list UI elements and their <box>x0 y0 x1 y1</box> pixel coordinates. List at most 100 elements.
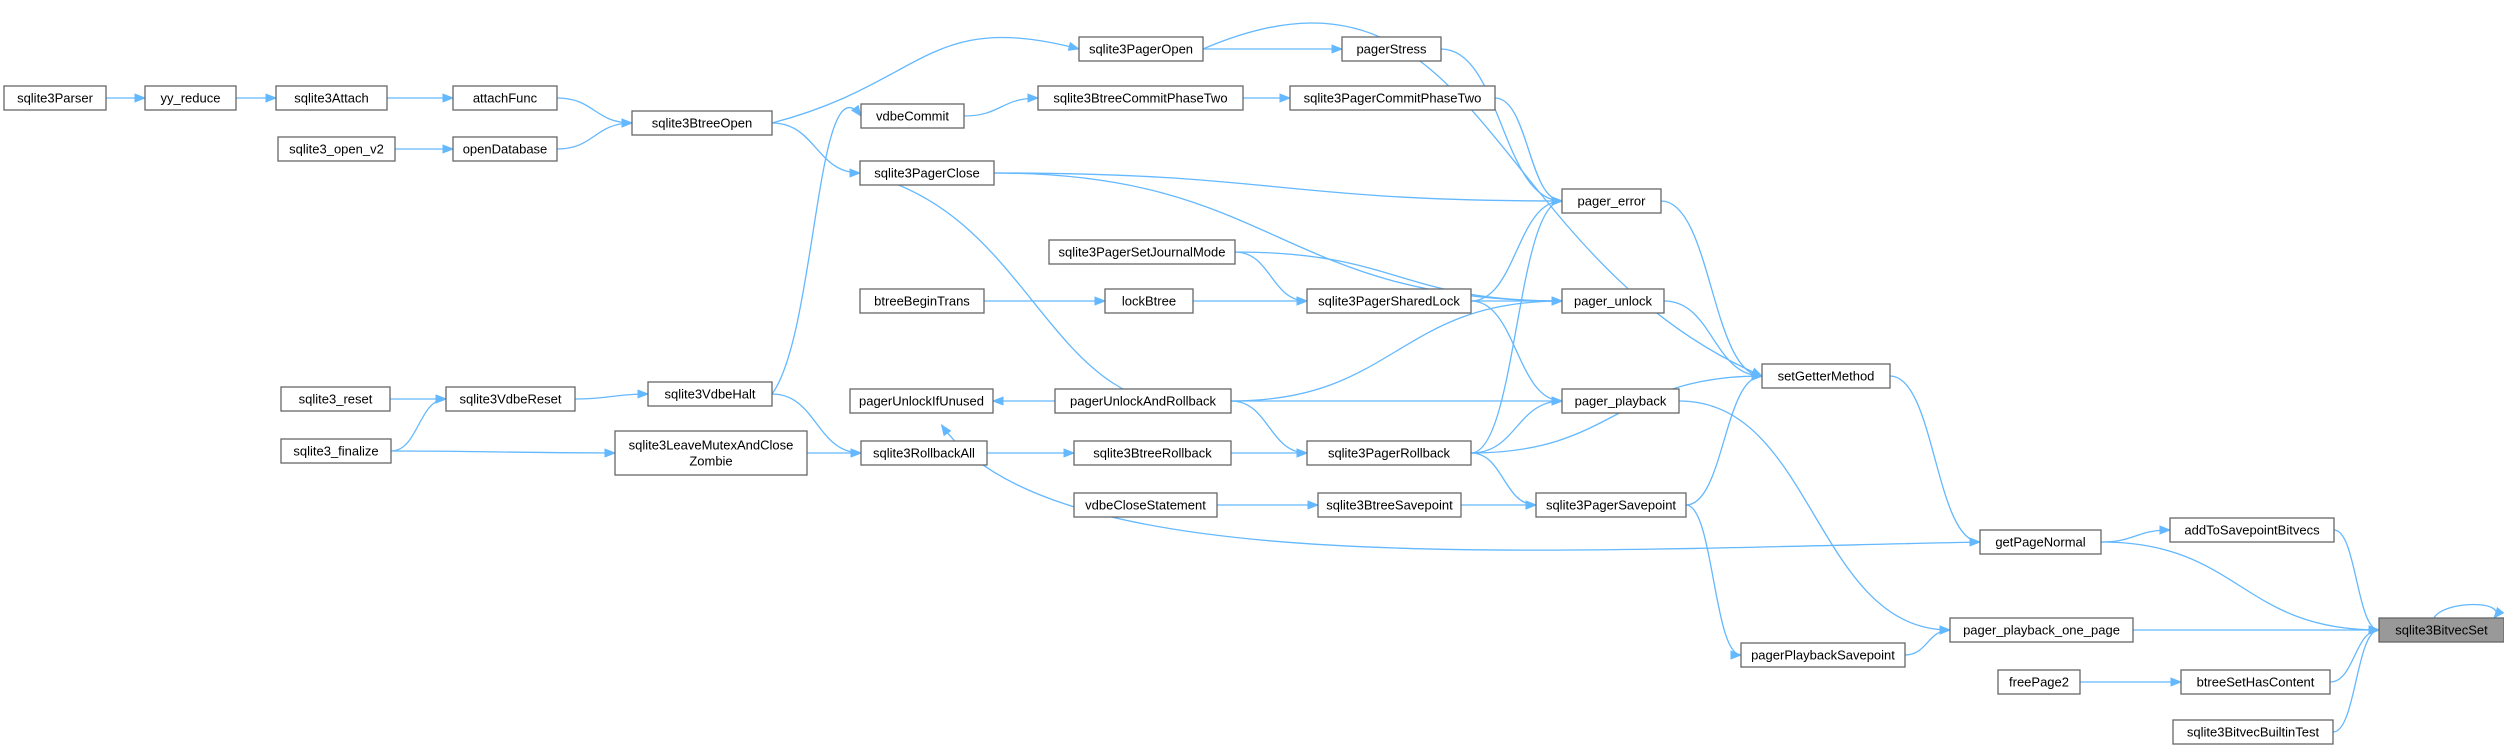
node-box[interactable] <box>3 85 107 111</box>
node-label: pagerUnlockIfUnused <box>859 394 984 409</box>
call-edge-vdbecommit-to-btreecommit2 <box>963 93 1040 117</box>
call-edge-getpagenormal-to-addsavepoint <box>2100 525 2172 543</box>
node-pagersavepoint[interactable]: sqlite3PagerSavepoint <box>1535 492 1687 518</box>
node-vdbereset[interactable]: sqlite3VdbeReset <box>445 386 576 412</box>
node-parser[interactable]: sqlite3Parser <box>3 85 107 111</box>
node-btreecommit2[interactable]: sqlite3BtreeCommitPhaseTwo <box>1037 85 1244 111</box>
node-btreerollback[interactable]: sqlite3BtreeRollback <box>1073 440 1232 466</box>
node-pagercommit2[interactable]: sqlite3PagerCommitPhaseTwo <box>1289 85 1496 111</box>
node-setjournal[interactable]: sqlite3PagerSetJournalMode <box>1048 239 1236 265</box>
node-attach[interactable]: sqlite3Attach <box>275 85 388 111</box>
call-edge-pagerrollback-to-setgetter <box>1470 371 1764 454</box>
node-pagerclose[interactable]: sqlite3PagerClose <box>859 160 995 186</box>
node-rollbackall[interactable]: sqlite3RollbackAll <box>860 440 988 466</box>
node-pagererror[interactable]: pager_error <box>1561 188 1662 214</box>
node-box[interactable] <box>859 288 985 314</box>
call-edge-playbacksavepoint-to-playbackonepage <box>1904 625 1952 656</box>
node-openv2[interactable]: sqlite3_open_v2 <box>277 136 396 162</box>
node-bitvectest[interactable]: sqlite3BitvecBuiltinTest <box>2172 719 2334 745</box>
node-pagerunlock[interactable]: pager_unlock <box>1561 288 1665 314</box>
node-btreesavepoint[interactable]: sqlite3BtreeSavepoint <box>1317 492 1462 518</box>
node-yyreduce[interactable]: yy_reduce <box>144 85 237 111</box>
node-box[interactable] <box>1561 188 1662 214</box>
node-sharedlock[interactable]: sqlite3PagerSharedLock <box>1306 288 1472 314</box>
node-unlockifunused[interactable]: pagerUnlockIfUnused <box>849 388 994 414</box>
node-box[interactable] <box>1740 642 1906 668</box>
node-attachfunc[interactable]: attachFunc <box>452 85 558 111</box>
node-box[interactable] <box>860 440 988 466</box>
node-box[interactable] <box>1073 492 1218 518</box>
node-box[interactable] <box>1289 85 1496 111</box>
node-vdbehalt[interactable]: sqlite3VdbeHalt <box>647 381 773 407</box>
node-label: pagerStress <box>1356 42 1427 57</box>
node-box[interactable] <box>2378 617 2504 643</box>
node-box[interactable] <box>631 110 773 136</box>
node-addsavepoint[interactable]: addToSavepointBitvecs <box>2169 517 2335 543</box>
node-pagerstress[interactable]: pagerStress <box>1341 36 1442 62</box>
node-playback[interactable]: pager_playback <box>1561 388 1680 414</box>
node-label: sqlite3Parser <box>17 91 94 106</box>
node-box[interactable] <box>2169 517 2335 543</box>
node-box[interactable] <box>1979 529 2102 555</box>
node-box[interactable] <box>1561 288 1665 314</box>
node-box[interactable] <box>1037 85 1244 111</box>
node-lockbtree[interactable]: lockBtree <box>1104 288 1194 314</box>
node-reset[interactable]: sqlite3_reset <box>280 386 391 412</box>
node-label: getPageNormal <box>1995 535 2085 550</box>
node-freepage2[interactable]: freePage2 <box>1997 669 2081 695</box>
node-box[interactable] <box>1073 440 1232 466</box>
node-label: sqlite3BtreeOpen <box>652 116 752 131</box>
node-box[interactable] <box>452 136 558 162</box>
node-box[interactable] <box>2172 719 2334 745</box>
node-opendb[interactable]: openDatabase <box>452 136 558 162</box>
node-pageropen[interactable]: sqlite3PagerOpen <box>1078 36 1204 62</box>
node-setgetter[interactable]: setGetterMethod <box>1761 363 1891 389</box>
node-box[interactable] <box>849 388 994 414</box>
node-btreeopen[interactable]: sqlite3BtreeOpen <box>631 110 773 136</box>
node-bitvecset[interactable]: sqlite3BitvecSet <box>2378 617 2504 643</box>
node-box[interactable] <box>1048 239 1236 265</box>
call-edge-btreeopen-to-pagerclose <box>771 122 862 178</box>
node-box[interactable] <box>1761 363 1891 389</box>
node-box[interactable] <box>1104 288 1194 314</box>
node-box[interactable] <box>1317 492 1462 518</box>
node-box[interactable] <box>275 85 388 111</box>
node-label: yy_reduce <box>161 91 221 106</box>
node-box[interactable] <box>280 438 392 464</box>
node-box[interactable] <box>445 386 576 412</box>
node-getpagenormal[interactable]: getPageNormal <box>1979 529 2102 555</box>
node-box[interactable] <box>614 430 808 476</box>
node-box[interactable] <box>277 136 396 162</box>
node-vdbecommit[interactable]: vdbeCommit <box>860 103 965 129</box>
node-box[interactable] <box>860 103 965 129</box>
node-box[interactable] <box>1561 388 1680 414</box>
node-box[interactable] <box>1535 492 1687 518</box>
node-playbackonepage[interactable]: pager_playback_one_page <box>1949 617 2134 643</box>
node-box[interactable] <box>1306 288 1472 314</box>
node-box[interactable] <box>1341 36 1442 62</box>
call-edge-finalize-to-leavemutex <box>390 448 617 458</box>
node-btreesethascontent[interactable]: btreeSetHasContent <box>2180 669 2331 695</box>
call-edge-vdbereset-to-vdbehalt <box>574 389 650 400</box>
node-vdbeclosestmt[interactable]: vdbeCloseStatement <box>1073 492 1218 518</box>
node-box[interactable] <box>144 85 237 111</box>
node-unlockrollback[interactable]: pagerUnlockAndRollback <box>1054 388 1232 414</box>
node-box[interactable] <box>280 386 391 412</box>
node-box[interactable] <box>1054 388 1232 414</box>
node-box[interactable] <box>647 381 773 407</box>
node-box[interactable] <box>452 85 558 111</box>
node-box[interactable] <box>1949 617 2134 643</box>
node-box[interactable] <box>1997 669 2081 695</box>
node-box[interactable] <box>1078 36 1204 62</box>
node-btreebegin[interactable]: btreeBeginTrans <box>859 288 985 314</box>
call-edges <box>106 22 2504 733</box>
node-box[interactable] <box>2180 669 2331 695</box>
node-label: sqlite3PagerOpen <box>1089 42 1193 57</box>
node-box[interactable] <box>1306 440 1472 466</box>
node-finalize[interactable]: sqlite3_finalize <box>280 438 392 464</box>
node-pagerrollback[interactable]: sqlite3PagerRollback <box>1306 440 1472 466</box>
node-playbacksavepoint[interactable]: pagerPlaybackSavepoint <box>1740 642 1906 668</box>
node-label: btreeSetHasContent <box>2197 675 2315 690</box>
node-box[interactable] <box>859 160 995 186</box>
